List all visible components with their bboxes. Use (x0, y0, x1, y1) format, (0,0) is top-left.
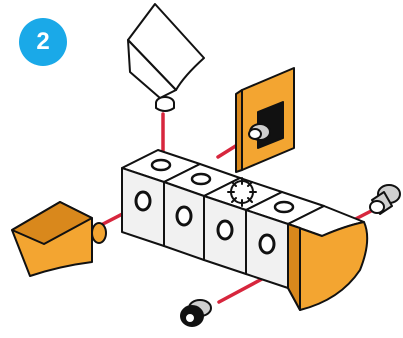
orange-plate-with-peg (236, 68, 294, 172)
grey-peg-bottom (181, 300, 211, 326)
orange-curved-end-right (288, 206, 367, 310)
grey-peg-right (370, 185, 400, 214)
white-curved-top-piece (128, 4, 204, 111)
orange-wedge-left (12, 202, 106, 276)
connector-line-bottom (219, 279, 262, 302)
